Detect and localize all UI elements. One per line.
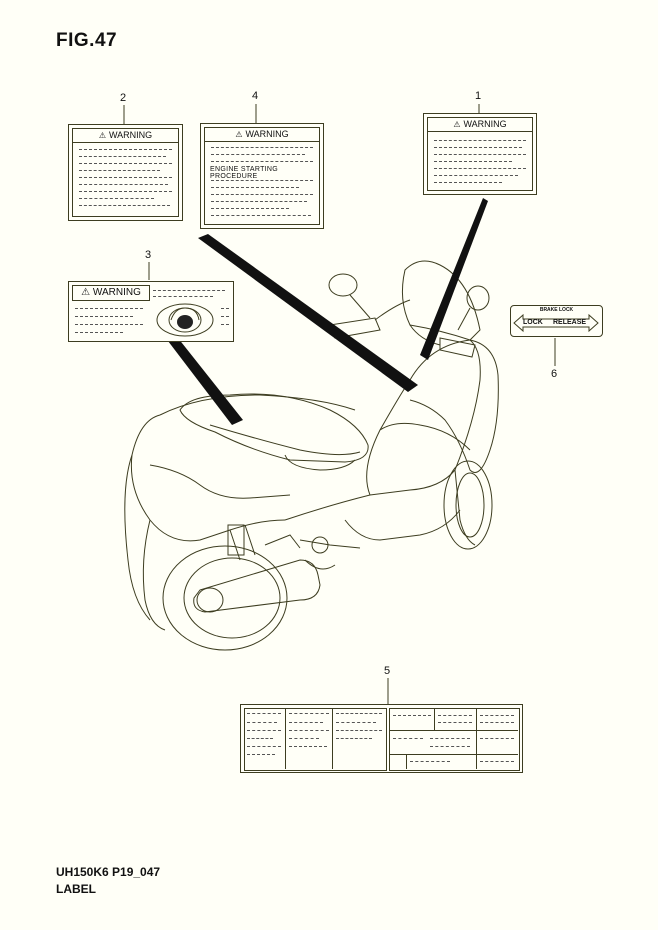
callout-4: 4 xyxy=(252,90,259,102)
warning-label-1: ⚠WARNING xyxy=(423,113,537,195)
warning-label-3: ⚠ WARNING xyxy=(68,281,234,342)
figure-title: FIG.47 xyxy=(56,30,118,51)
callout-3: 3 xyxy=(145,249,152,261)
warning-heading-1: ⚠WARNING xyxy=(428,118,532,132)
warning-triangle-icon: ⚠ xyxy=(81,287,91,298)
warning-heading-4: ⚠WARNING xyxy=(205,128,319,142)
warning-triangle-icon: ⚠ xyxy=(453,120,461,129)
warning-triangle-icon: ⚠ xyxy=(235,130,243,139)
helmet-storage-pictogram xyxy=(156,303,214,337)
warning-label-4: ⚠WARNING ENGINE STARTING PROCEDURE xyxy=(200,123,324,229)
double-arrow-icon xyxy=(513,313,599,333)
release-text: RELEASE xyxy=(553,319,587,326)
figure-section: LABEL xyxy=(56,882,96,896)
lock-text: LOCK xyxy=(523,319,543,326)
callout-1: 1 xyxy=(475,90,482,102)
figure-footer: UH150K6 P19_047 LABEL xyxy=(56,864,160,898)
warning-heading-2: ⚠WARNING xyxy=(73,129,178,143)
warning-heading-3: ⚠ WARNING xyxy=(72,285,150,301)
brake-lock-title: BRAKE LOCK xyxy=(539,307,574,313)
callout-5: 5 xyxy=(384,665,391,677)
callout-6: 6 xyxy=(551,368,558,380)
engine-starting-procedure-title: ENGINE STARTING PROCEDURE xyxy=(210,166,279,180)
brake-lock-label: BRAKE LOCK LOCK RELEASE xyxy=(510,305,603,337)
figure-code: UH150K6 P19_047 xyxy=(56,865,161,879)
callout-2: 2 xyxy=(120,92,127,104)
warning-label-2: ⚠WARNING xyxy=(68,124,183,221)
warning-triangle-icon: ⚠ xyxy=(98,131,106,140)
info-label-5 xyxy=(240,704,523,773)
